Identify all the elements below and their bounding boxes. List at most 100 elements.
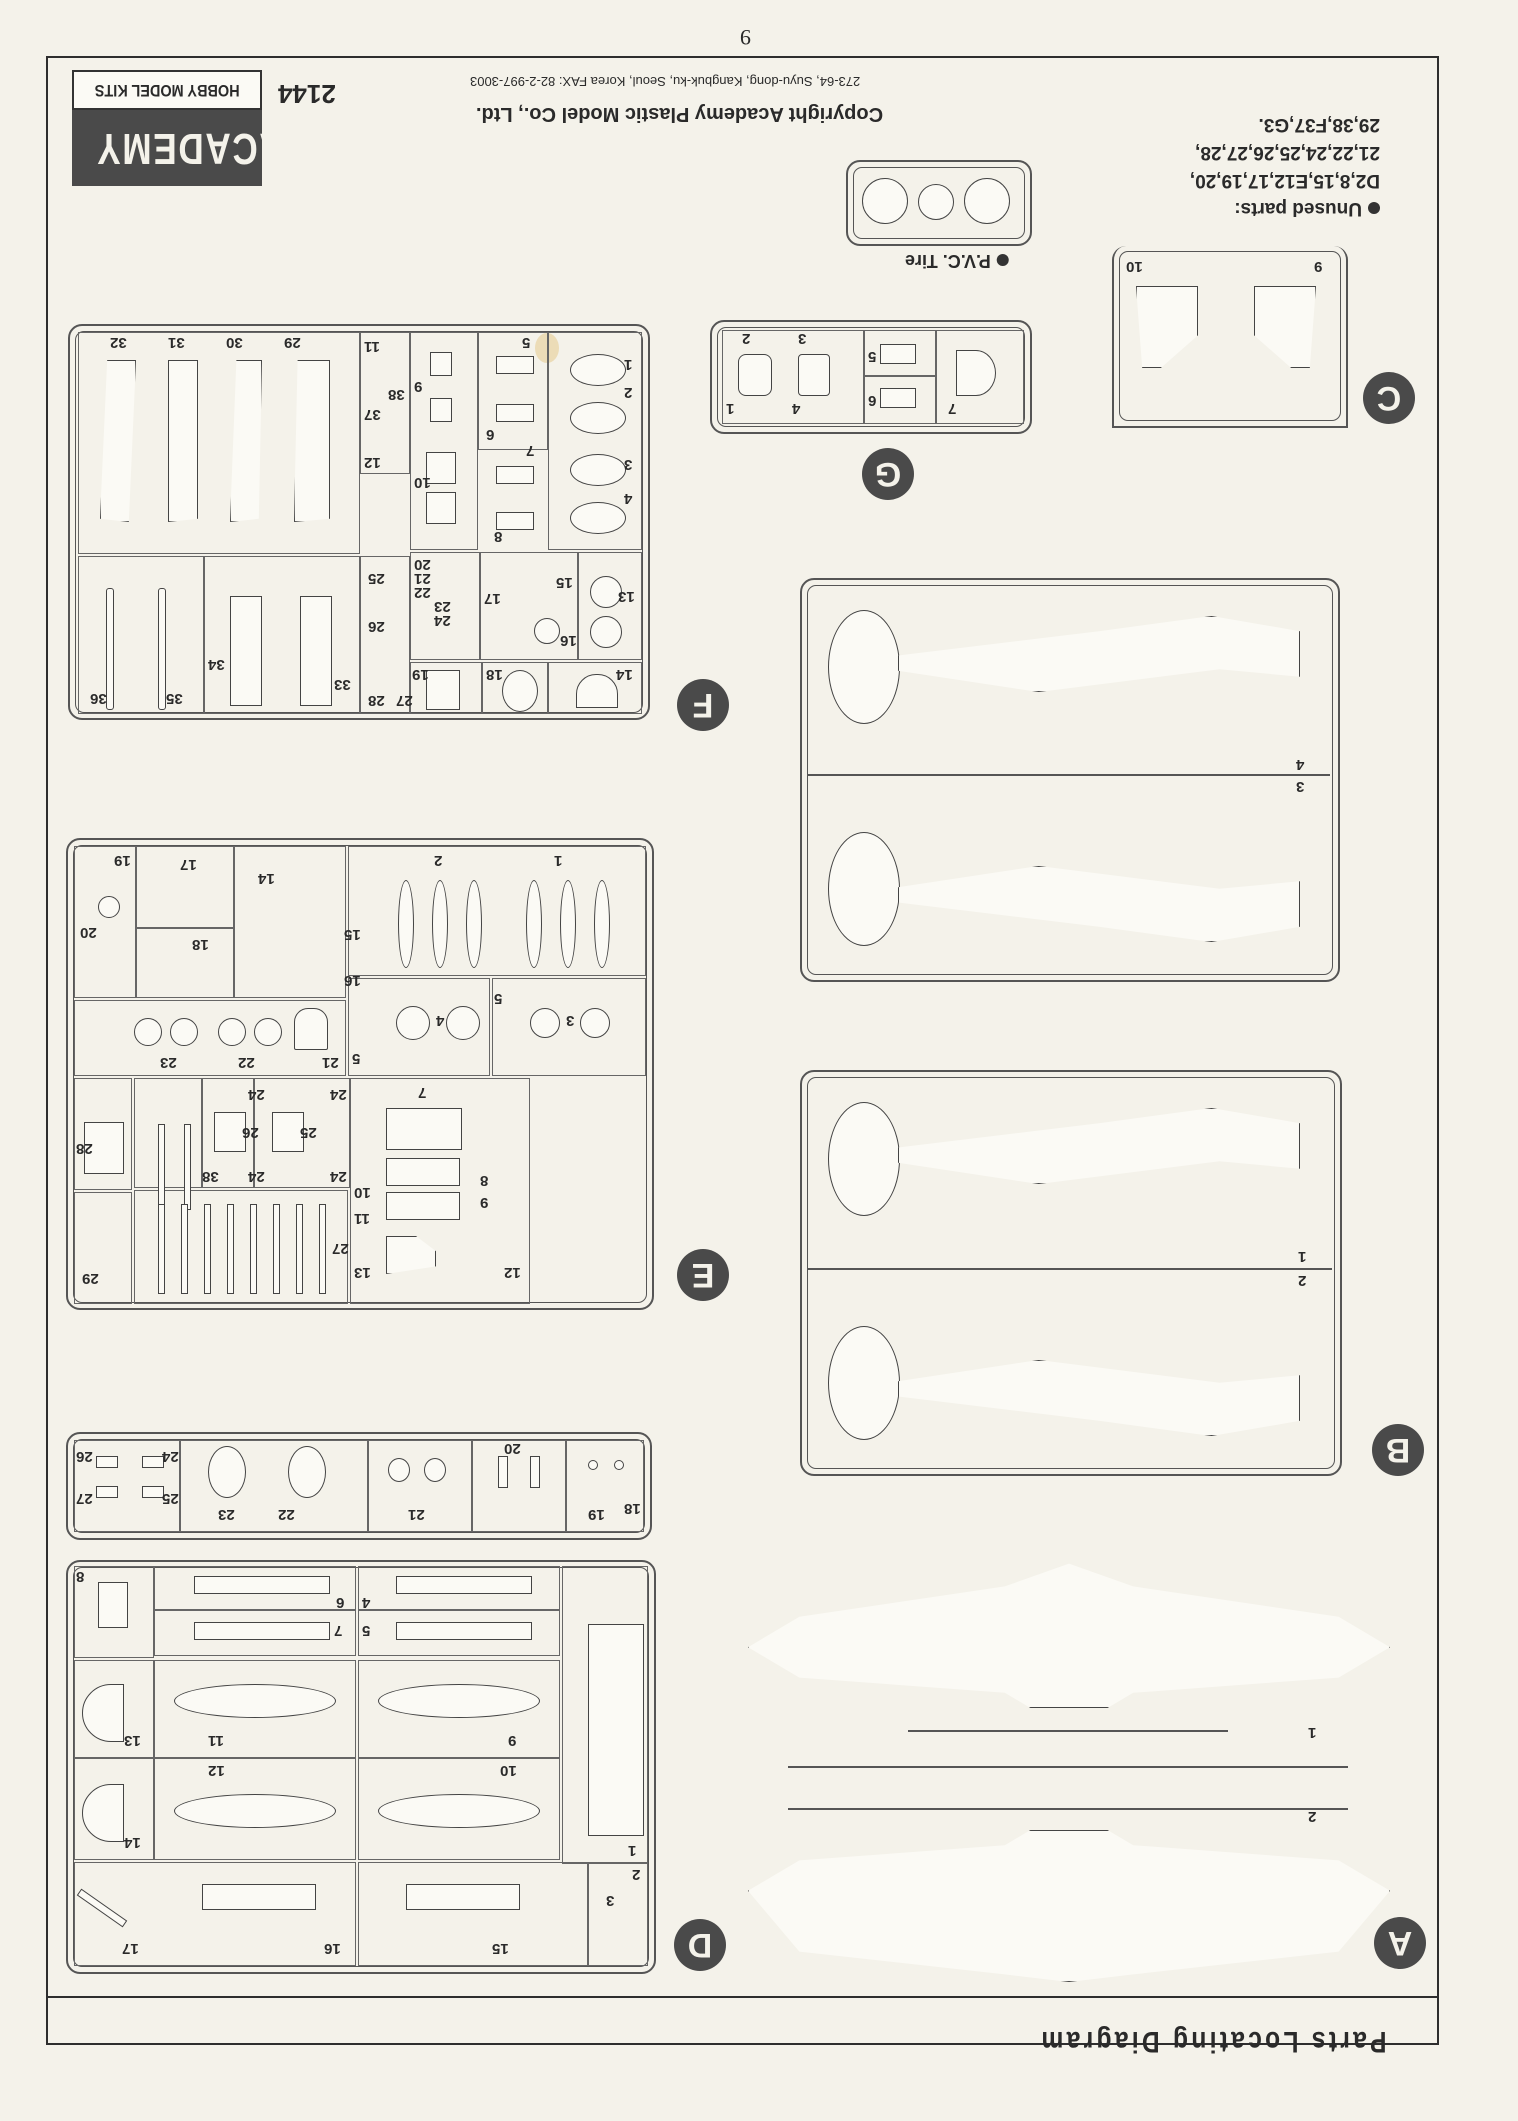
part-number: 11 — [208, 1732, 224, 1749]
part-d-7 — [194, 1622, 330, 1640]
e-cell — [136, 846, 234, 928]
part-number: 36 — [90, 690, 107, 707]
sprue-runner — [808, 774, 1330, 776]
page-title: Parts Locating Diagram — [1038, 2025, 1387, 2058]
d-cell — [154, 1660, 356, 1758]
part-d-20 — [498, 1456, 508, 1488]
d-cell — [358, 1660, 560, 1758]
part-e-22 — [254, 1018, 282, 1046]
f-cell — [360, 332, 410, 474]
part-number: 4 — [624, 490, 633, 507]
part-e-1-blade — [560, 880, 576, 968]
part-d-19 — [588, 1460, 598, 1470]
part-number: 12 — [364, 454, 381, 471]
part-f-14 — [576, 674, 618, 708]
part-number: 5 — [494, 990, 503, 1007]
part-d-26 — [96, 1456, 118, 1468]
f-cell — [578, 552, 642, 660]
part-f-35 — [158, 588, 166, 710]
part-e-22 — [218, 1018, 246, 1046]
part-number: 5 — [522, 334, 531, 351]
part-number: 10 — [414, 474, 431, 491]
sprue-letter-f-badge: F — [677, 679, 729, 731]
part-number: 11 — [364, 338, 380, 355]
part-g-1 — [738, 354, 772, 396]
part-e-10 — [386, 1158, 460, 1186]
part-number: 4 — [362, 1594, 371, 1611]
f-cell — [478, 332, 548, 450]
f-cell — [410, 552, 480, 660]
part-a-1-upper-wing — [748, 1563, 1390, 1708]
part-e-4 — [446, 1006, 480, 1040]
part-number: 24 — [330, 1086, 347, 1103]
part-f-36 — [106, 588, 114, 710]
part-number: 16 — [344, 972, 361, 989]
tire-part — [964, 178, 1010, 224]
part-f-16 — [534, 618, 560, 644]
part-e-4 — [396, 1006, 430, 1040]
part-number: 21 — [408, 1506, 425, 1523]
part-e-21 — [294, 1008, 328, 1050]
part-e-27 — [227, 1204, 234, 1294]
d-cell — [358, 1862, 588, 1966]
sprue-runner — [808, 1268, 1332, 1270]
part-number: 5 — [868, 348, 877, 365]
sprue-e: 1 2 3 4 5 5 7 8 9 10 11 12 13 14 15 16 1… — [66, 838, 654, 1310]
page-frame — [46, 56, 1439, 2045]
part-number: 32 — [110, 334, 127, 351]
part-number: 30 — [226, 334, 243, 351]
part-number: 3 — [606, 1892, 615, 1909]
part-number: 3 — [566, 1012, 575, 1029]
part-number: 25 — [162, 1490, 179, 1507]
d-cell — [358, 1610, 560, 1656]
part-number: 5 — [362, 1622, 371, 1639]
part-e-20 — [98, 896, 120, 918]
part-f-1 — [570, 354, 626, 386]
part-e-27 — [296, 1204, 303, 1294]
part-number: 22 — [238, 1054, 255, 1071]
part-number: 26 — [76, 1448, 93, 1465]
part-number: 38 — [202, 1168, 219, 1185]
part-number: 17 — [180, 856, 197, 873]
f-cell — [482, 662, 548, 714]
g-cell — [864, 330, 936, 376]
d-cell — [154, 1610, 356, 1656]
academy-logo: ACADEMY — [72, 110, 285, 186]
part-number: 5 — [352, 1050, 361, 1067]
unused-parts-label: Unused parts: — [1090, 194, 1380, 222]
e-cell — [350, 1078, 530, 1304]
part-d-5 — [396, 1622, 532, 1640]
part-e-27 — [319, 1204, 326, 1294]
g-cell — [722, 330, 864, 424]
g-cell — [864, 376, 936, 424]
part-number: 14 — [258, 870, 275, 887]
part-number: 18 — [192, 936, 209, 953]
f-cell — [410, 662, 482, 714]
f-cell — [410, 332, 478, 550]
part-number: 12 — [208, 1762, 225, 1779]
part-e-27 — [158, 1204, 165, 1294]
part-f-13 — [590, 616, 622, 648]
sprue-letter-d-badge: D — [674, 1919, 726, 1971]
unused-parts-note: Unused parts: D2,8,15,E12,17,19,20, 21,2… — [1090, 110, 1380, 222]
part-number: 27 — [396, 692, 413, 709]
part-e-11 — [386, 1192, 460, 1220]
part-e-23 — [170, 1018, 198, 1046]
part-f-9 — [430, 398, 452, 422]
part-d-15 — [406, 1884, 520, 1910]
d-cell — [154, 1566, 356, 1610]
kit-number: 2144 — [278, 79, 336, 109]
part-number: 10 — [500, 1762, 517, 1779]
part-number: 27 — [332, 1240, 349, 1257]
part-number: 4 — [792, 400, 801, 417]
part-number: 19 — [412, 666, 429, 683]
part-number: 8 — [480, 1172, 489, 1189]
address-text: 273-64, Suyu-dong, Kangbuk-ku, Seoul, Ko… — [470, 74, 861, 89]
part-number: 22 — [278, 1506, 295, 1523]
part-number: 24 — [330, 1168, 347, 1185]
part-number: 1 — [554, 852, 563, 869]
part-number: 7 — [948, 400, 957, 417]
d-cell — [74, 1862, 356, 1966]
part-f-3 — [570, 454, 626, 486]
part-number: 9 — [508, 1732, 517, 1749]
